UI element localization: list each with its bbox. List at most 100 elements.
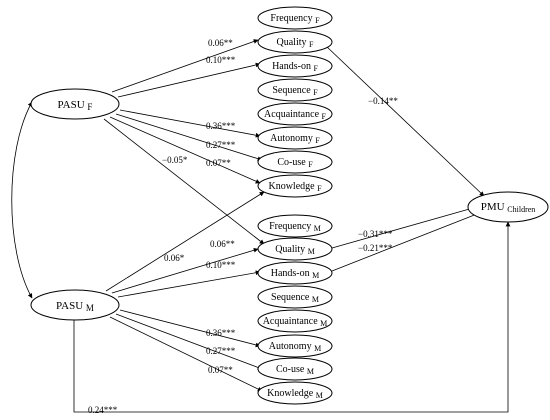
svg-text:Co-use M: Co-use M bbox=[276, 364, 314, 376]
coef-m-autonomy: 0.36*** bbox=[206, 328, 236, 338]
coef-m-quality: 0.06** bbox=[210, 239, 235, 249]
svg-text:Quality F: Quality F bbox=[277, 37, 315, 49]
coef-qf-pmu: −0.14** bbox=[368, 96, 398, 106]
node-subscript: F bbox=[313, 64, 318, 73]
path-pasu-m-couse-m bbox=[115, 313, 263, 370]
node-subscript: M bbox=[314, 344, 321, 353]
node-autonomy-m: Autonomy M bbox=[257, 334, 333, 358]
path-handson-m-pmu bbox=[331, 211, 483, 272]
svg-text:Sequence M: Sequence M bbox=[271, 292, 319, 304]
node-subscript: F bbox=[322, 112, 327, 121]
svg-text:Hands-on F: Hands-on F bbox=[272, 61, 318, 73]
coef-m-knowledge-f: 0.06* bbox=[164, 253, 185, 263]
node-subscript: M bbox=[316, 391, 323, 400]
node-sequence-m: Sequence M bbox=[257, 285, 333, 309]
node-label: Quality bbox=[275, 244, 305, 255]
node-subscript: M bbox=[320, 319, 327, 328]
coef-hm-pmu: −0.21*** bbox=[358, 243, 393, 253]
node-subscript: F bbox=[309, 40, 314, 49]
node-label: Hands-on bbox=[272, 61, 311, 72]
svg-text:PASU M: PASU M bbox=[56, 300, 94, 313]
node-label: Sequence bbox=[272, 85, 311, 96]
covariance-pasu-f-pasu-m bbox=[11, 101, 33, 299]
path-pasu-f-quality-m bbox=[103, 118, 265, 245]
node-subscript: F bbox=[87, 102, 92, 112]
node-label: Frequency bbox=[269, 221, 311, 232]
path-quality-f-pmu bbox=[325, 45, 485, 197]
path-pasu-m-handson-m bbox=[117, 270, 261, 298]
coef-f-quality-m: −0.05* bbox=[162, 155, 188, 165]
path-pasu-f-autonomy-f bbox=[119, 109, 261, 138]
svg-text:Quality M: Quality M bbox=[275, 244, 315, 256]
node-knowledge-m: Knowledge M bbox=[257, 381, 333, 405]
node-subscript: M bbox=[308, 247, 315, 256]
node-acquaintance-m: Acquaintance M bbox=[257, 309, 333, 333]
path-pasu-m-knowledge-m bbox=[109, 316, 263, 392]
svg-text:Acquaintance M: Acquaintance M bbox=[263, 316, 328, 328]
node-subscript: Children bbox=[507, 205, 535, 214]
node-subscript: F bbox=[313, 88, 318, 97]
node-label: Quality bbox=[277, 37, 307, 48]
coef-m-couse: 0.27*** bbox=[206, 346, 236, 356]
node-label: Acquaintance bbox=[263, 316, 319, 327]
node-subscript: M bbox=[314, 224, 321, 233]
svg-text:Knowledge M: Knowledge M bbox=[267, 388, 323, 400]
node-label: PASU bbox=[58, 99, 85, 111]
path-pasu-f-knowledge-f bbox=[109, 116, 261, 184]
node-subscript: M bbox=[312, 271, 319, 280]
node-handson-f: Hands-on F bbox=[257, 54, 333, 78]
node-quality-f: Quality F bbox=[257, 30, 333, 54]
node-couse-m: Co-use M bbox=[257, 357, 333, 381]
coef-m-pmu: 0.24*** bbox=[88, 405, 118, 415]
svg-text:Acquaintance F: Acquaintance F bbox=[264, 109, 326, 121]
node-subscript: F bbox=[315, 136, 320, 145]
node-label: Knowledge bbox=[267, 388, 314, 399]
node-frequency-f: Frequency F bbox=[257, 6, 333, 30]
node-subscript: M bbox=[312, 295, 319, 304]
node-label: Sequence bbox=[271, 292, 310, 303]
svg-text:Co-use F: Co-use F bbox=[277, 157, 313, 169]
node-label: Autonomy bbox=[270, 133, 313, 144]
svg-text:Autonomy F: Autonomy F bbox=[270, 133, 320, 145]
path-pasu-f-couse-f bbox=[115, 113, 263, 161]
svg-text:Autonomy M: Autonomy M bbox=[269, 341, 321, 353]
coef-qm-pmu: −0.31*** bbox=[358, 229, 393, 239]
node-sequence-f: Sequence F bbox=[257, 78, 333, 102]
node-acquaintance-f: Acquaintance F bbox=[257, 102, 333, 126]
node-subscript: F bbox=[315, 16, 320, 25]
node-couse-f: Co-use F bbox=[257, 150, 333, 174]
node-handson-m: Hands-on M bbox=[257, 261, 333, 285]
path-pasu-m-quality-m bbox=[111, 247, 259, 294]
coef-f-knowledge: 0.07** bbox=[206, 158, 231, 168]
node-label: Autonomy bbox=[269, 341, 312, 352]
svg-text:PMU Children: PMU Children bbox=[481, 201, 536, 214]
path-pasu-m-autonomy-m bbox=[119, 309, 261, 348]
node-frequency-m: Frequency M bbox=[257, 214, 333, 238]
path-pasu-f-handson-f bbox=[117, 62, 261, 98]
svg-text:Sequence F: Sequence F bbox=[272, 85, 318, 97]
node-subscript: F bbox=[308, 160, 313, 169]
node-label: Frequency bbox=[270, 13, 312, 24]
node-knowledge-f: Knowledge F bbox=[257, 174, 333, 198]
node-quality-m: Quality M bbox=[257, 237, 333, 261]
node-label: Acquaintance bbox=[264, 109, 320, 120]
node-autonomy-f: Autonomy F bbox=[257, 126, 333, 150]
path-pasu-m-pmu bbox=[73, 221, 511, 413]
node-pasu-f: PASU F bbox=[30, 88, 120, 120]
coef-f-couse: 0.27*** bbox=[206, 140, 236, 150]
svg-text:Knowledge F: Knowledge F bbox=[268, 181, 322, 193]
node-subscript: M bbox=[307, 367, 314, 376]
node-subscript: M bbox=[86, 303, 94, 313]
node-subscript: F bbox=[317, 184, 322, 193]
node-label: Knowledge bbox=[268, 181, 315, 192]
path-quality-m-pmu bbox=[331, 204, 481, 249]
node-label: PASU bbox=[56, 300, 83, 312]
node-pasu-m: PASU M bbox=[30, 289, 120, 321]
svg-text:Frequency F: Frequency F bbox=[270, 13, 320, 25]
svg-text:Hands-on M: Hands-on M bbox=[271, 268, 320, 280]
coef-m-handson: 0.10*** bbox=[206, 260, 236, 270]
node-label: Co-use bbox=[276, 364, 305, 375]
coef-m-knowledge: 0.07** bbox=[208, 365, 233, 375]
coef-f-quality: 0.06** bbox=[208, 38, 233, 48]
path-pasu-f-quality-f bbox=[111, 39, 259, 93]
